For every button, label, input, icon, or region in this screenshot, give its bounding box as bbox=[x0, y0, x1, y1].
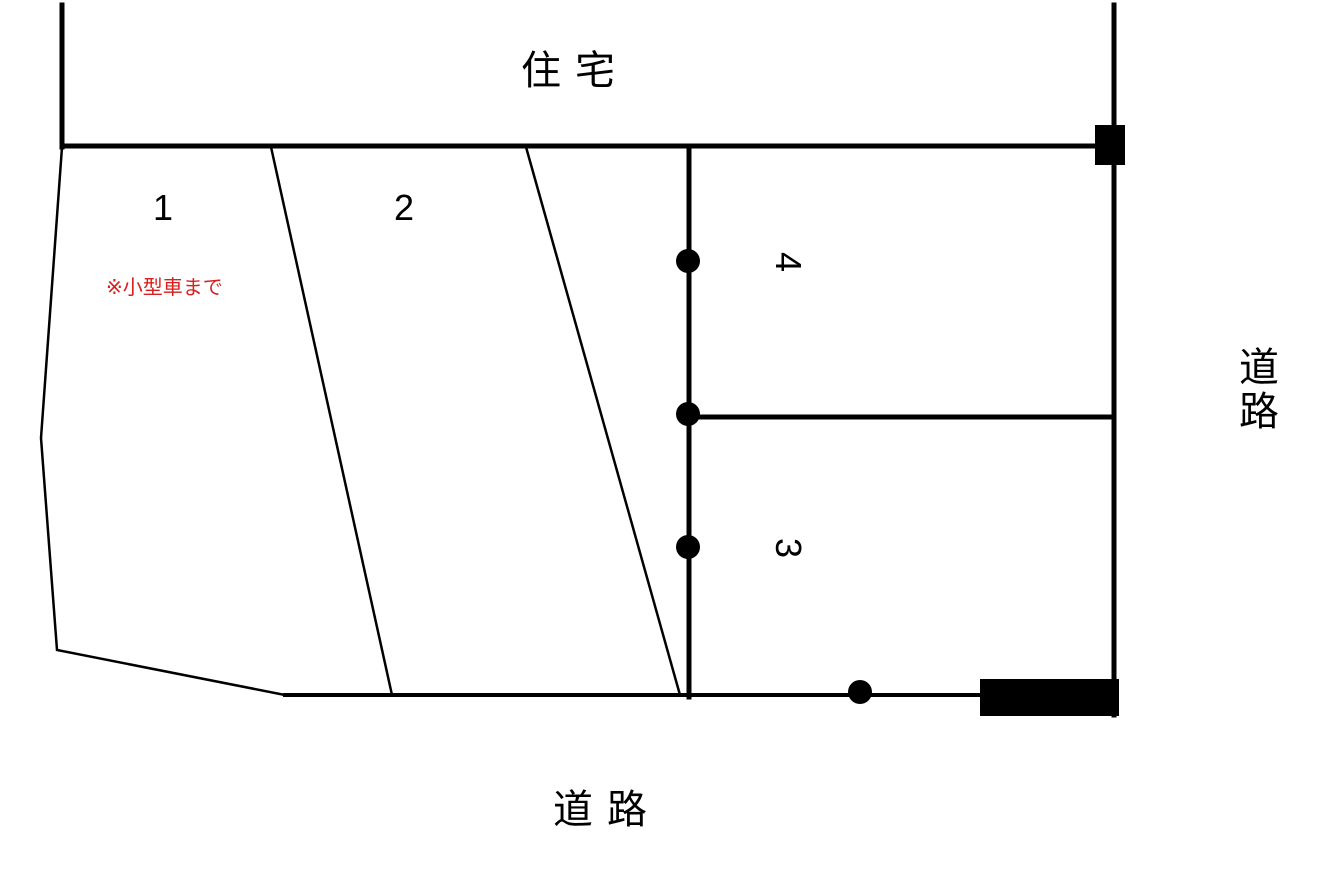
space-1-note: ※小型車まで bbox=[106, 275, 223, 299]
space-4-number: 4 bbox=[768, 251, 810, 273]
space-1-number: 1 bbox=[153, 187, 174, 228]
slanted-space-lines bbox=[39, 146, 682, 697]
post-dot-upper bbox=[676, 249, 700, 273]
space-2-right-edge bbox=[524, 146, 682, 696]
road-bottom-label: 道路 bbox=[553, 787, 661, 833]
markers bbox=[676, 125, 1125, 716]
space-2-number: 2 bbox=[394, 187, 415, 228]
space-1-2-divider bbox=[269, 146, 394, 696]
post-dot-front bbox=[848, 680, 872, 704]
post-dot-lower bbox=[676, 535, 700, 559]
outer-boundary-lines bbox=[59, 2, 1117, 718]
road-right-label: 道路 bbox=[1239, 345, 1279, 435]
space-1-left-edge bbox=[39, 146, 286, 697]
house-label: 住宅 bbox=[521, 48, 629, 94]
corner-post-marker bbox=[1095, 125, 1125, 165]
corner-block-marker bbox=[980, 679, 1119, 716]
post-dot-middle bbox=[676, 402, 700, 426]
space-3-number: 3 bbox=[768, 537, 810, 559]
